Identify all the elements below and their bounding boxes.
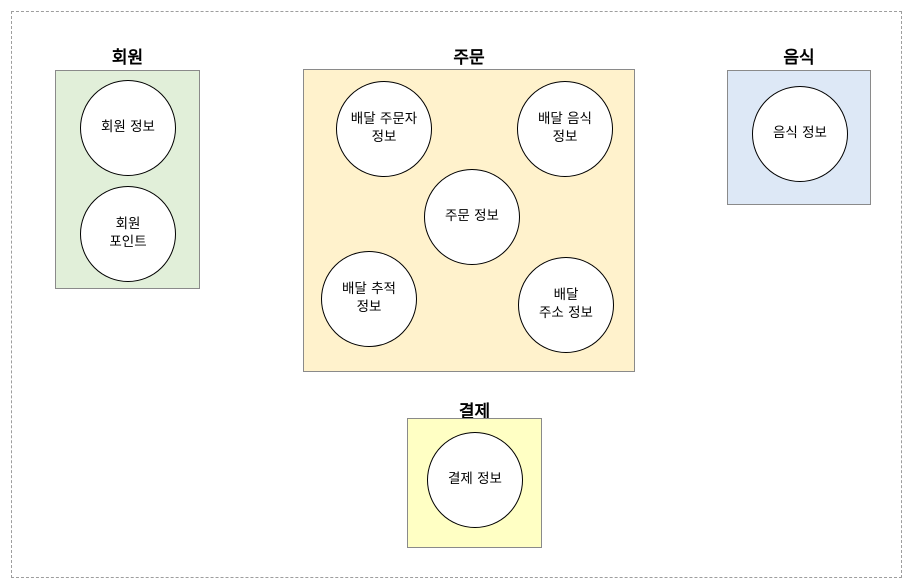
group-title-order: 주문 xyxy=(453,48,485,68)
group-title-food: 음식 xyxy=(783,48,815,68)
entity-member-info: 회원 정보 xyxy=(80,80,176,176)
entity-food-info: 음식 정보 xyxy=(752,86,848,182)
entity-member-points: 회원 포인트 xyxy=(80,186,176,282)
group-title-payment: 결제 xyxy=(458,402,491,422)
entity-delivery-food-info: 배달 음식 정보 xyxy=(517,81,613,177)
entity-order-info: 주문 정보 xyxy=(424,169,520,265)
group-title-member: 회원 xyxy=(111,48,144,68)
entity-delivery-address-info: 배달 주소 정보 xyxy=(518,257,614,353)
entity-payment-info: 결제 정보 xyxy=(427,432,523,528)
entity-delivery-tracking-info: 배달 추적 정보 xyxy=(321,251,417,347)
diagram-boundary xyxy=(11,11,902,578)
entity-delivery-orderer-info: 배달 주문자 정보 xyxy=(336,81,432,177)
